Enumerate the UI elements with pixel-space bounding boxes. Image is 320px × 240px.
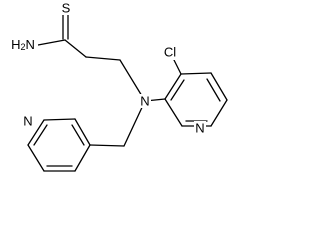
ring-left-bond-1 bbox=[74, 144, 91, 172]
ring-left-bond-6 bbox=[74, 118, 91, 146]
ring-right-bond-3-inner bbox=[206, 78, 221, 102]
molecule-structure: S H2N Cl N N N bbox=[11, 0, 228, 172]
bond-ch2-pyridine bbox=[89, 144, 125, 147]
sulfur-atom-label: S bbox=[62, 1, 71, 16]
pyridine-nitrogen-left-label: N bbox=[23, 114, 32, 129]
amine-nitrogen-label: N bbox=[140, 94, 149, 109]
amide-nitrogen-label: H2N bbox=[11, 37, 35, 53]
bond-c2-c3 bbox=[85, 56, 121, 61]
chlorine-atom-label: Cl bbox=[164, 45, 176, 60]
ring-right-bond-4 bbox=[210, 99, 228, 127]
ring-right-bond-1-inner bbox=[170, 79, 185, 101]
bond-n-ch2 bbox=[123, 100, 146, 147]
pyridine-nitrogen-right-label: N bbox=[195, 121, 204, 136]
bond-c-nh2 bbox=[37, 39, 66, 46]
ring-left-bond-5 bbox=[43, 118, 76, 121]
bond-c1-c2 bbox=[64, 39, 87, 58]
ring-right-bond-3 bbox=[210, 72, 228, 101]
ring-left-bond-6-inner bbox=[71, 124, 85, 146]
ring-right-bond-2 bbox=[180, 72, 212, 75]
structure-canvas: S H2N Cl N N N bbox=[11, 0, 228, 172]
ring-right-bond-6 bbox=[164, 98, 183, 127]
ring-right-bond-1 bbox=[164, 73, 182, 100]
ring-left-bond-4-inner bbox=[33, 124, 48, 146]
ring-left-bond-3 bbox=[27, 144, 45, 172]
ring-left-bond-4 bbox=[27, 119, 45, 146]
